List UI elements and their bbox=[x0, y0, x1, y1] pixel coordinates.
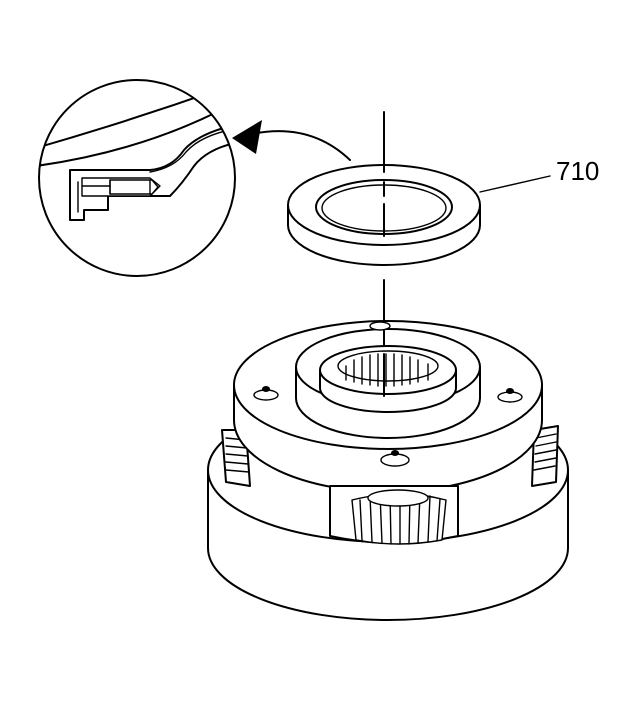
carrier-lock-tab-right bbox=[497, 388, 523, 403]
curved-arrow-icon bbox=[232, 120, 351, 161]
carrier-lock-tab-rear bbox=[369, 321, 391, 331]
carrier-lock-tab-front bbox=[380, 450, 410, 467]
right-pinion-gear bbox=[531, 425, 559, 487]
callout-label: 710 bbox=[556, 156, 599, 186]
front-pinion-window bbox=[329, 485, 459, 545]
magnified-seal-cross-section-icon bbox=[38, 79, 236, 277]
planetary-carrier-assembly bbox=[207, 320, 569, 621]
part-callout: 710 bbox=[479, 156, 599, 193]
carrier-lock-tab-left bbox=[253, 386, 279, 401]
carrier-hub bbox=[295, 328, 481, 439]
callout-leader-line bbox=[479, 175, 551, 193]
